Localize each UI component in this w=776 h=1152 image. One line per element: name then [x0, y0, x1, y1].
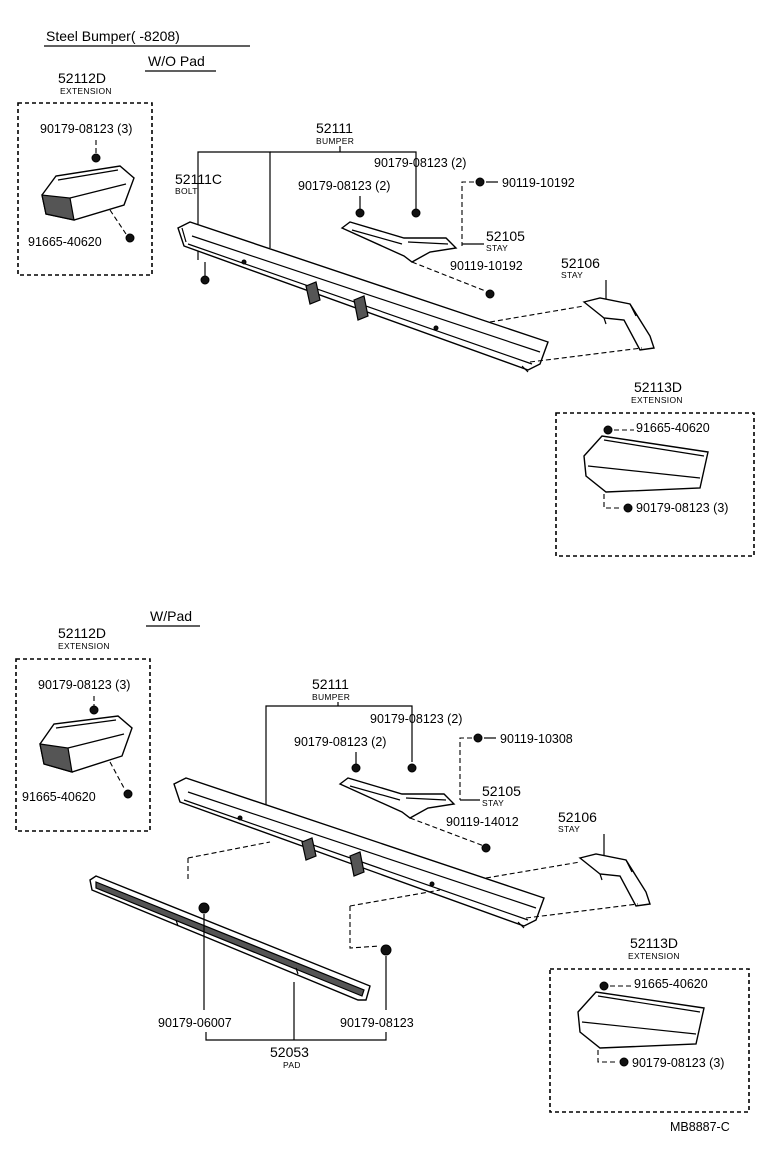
section-title-w-pad: W/Pad: [150, 608, 192, 624]
part-name-stay-52105-top: STAY: [486, 243, 508, 253]
part-number-52105-bottom: 52105: [482, 783, 521, 799]
bolt-icon: [603, 425, 613, 435]
part-name-extension-top-left: EXTENSION: [60, 86, 112, 96]
stay-52106-top: [582, 297, 655, 351]
part-number-90179-08123-2-top-a: 90179-08123 (2): [374, 156, 466, 170]
part-number-52111c: 52111C: [175, 171, 222, 187]
part-number-91665-40620-bottom-left: 91665-40620: [22, 790, 96, 804]
part-number-90179-08123-2-bottom-b: 90179-08123 (2): [294, 735, 386, 749]
pad-part: [89, 875, 371, 1001]
part-number-90179-08123-pad: 90179-08123: [340, 1016, 414, 1030]
nut-icon: [411, 208, 421, 218]
extension-left-box-bottom: [15, 658, 151, 832]
nut-icon: [355, 208, 365, 218]
extension-left-box-top: [17, 102, 153, 276]
extension-left-part-top: [41, 165, 135, 221]
bolt-icon: [481, 843, 491, 853]
part-number-90179-08123-2-top-b: 90179-08123 (2): [298, 179, 390, 193]
part-number-52106-bottom: 52106: [558, 809, 597, 825]
part-number-90179-08123-3-top-left: 90179-08123 (3): [40, 122, 132, 136]
part-name-bumper-top: BUMPER: [316, 136, 354, 146]
part-number-52112d-top: 52112D: [58, 70, 106, 86]
part-name-stay-52106-bottom: STAY: [558, 824, 580, 834]
part-number-90119-14012: 90119-14012: [446, 815, 519, 829]
nut-icon: [89, 705, 99, 715]
part-number-91665-40620-bottom-right: 91665-40620: [634, 977, 708, 991]
nut-icon: [351, 763, 361, 773]
part-name-stay-52105-bottom: STAY: [482, 798, 504, 808]
part-number-90119-10192-top-a: 90119-10192: [502, 176, 575, 190]
diagram-code: MB8887-C: [670, 1120, 730, 1134]
diagram-title: Steel Bumper( -8208): [46, 28, 180, 44]
extension-right-box-bottom: [549, 968, 750, 1113]
part-number-90119-10308: 90119-10308: [500, 732, 573, 746]
part-number-52113d-top: 52113D: [634, 379, 682, 395]
part-name-extension-bottom-left: EXTENSION: [58, 641, 110, 651]
bolt-52111c-icon: [200, 262, 210, 285]
part-number-90179-08123-2-bottom-a: 90179-08123 (2): [370, 712, 462, 726]
part-number-90179-08123-3-bottom-left: 90179-08123 (3): [38, 678, 130, 692]
part-number-90119-10192-top-b: 90119-10192: [450, 259, 523, 273]
bolt-icon: [125, 233, 135, 243]
section-title-wo-pad: W/O Pad: [148, 53, 205, 69]
bolt-icon: [473, 733, 483, 743]
part-number-90179-06007: 90179-06007: [158, 1016, 232, 1030]
part-number-52111-bottom: 52111: [312, 676, 349, 692]
part-number-91665-40620-top-left: 91665-40620: [28, 235, 102, 249]
part-name-stay-52106-top: STAY: [561, 270, 583, 280]
extension-right-box-top: [555, 412, 755, 557]
nut-icon: [407, 763, 417, 773]
part-name-bumper-bottom: BUMPER: [312, 692, 350, 702]
nut-icon: [619, 1057, 629, 1067]
part-number-52106-top: 52106: [561, 255, 600, 271]
part-name-extension-top-right: EXTENSION: [631, 395, 683, 405]
part-number-52112d-bottom: 52112D: [58, 625, 106, 641]
stay-52105-bottom: [338, 777, 456, 819]
part-name-extension-bottom-right: EXTENSION: [628, 951, 680, 961]
extension-left-part-bottom: [39, 715, 133, 773]
extension-right-part-top: [583, 435, 709, 493]
part-number-52113d-bottom: 52113D: [630, 935, 678, 951]
part-number-90179-08123-3-bottom-right: 90179-08123 (3): [632, 1056, 724, 1070]
nut-icon: [380, 944, 392, 956]
nut-icon: [623, 503, 633, 513]
stay-52106-bottom: [578, 853, 651, 907]
part-name-pad: PAD: [283, 1060, 301, 1070]
bolt-icon: [123, 789, 133, 799]
bolt-icon: [599, 981, 609, 991]
part-number-91665-40620-top-right: 91665-40620: [636, 421, 710, 435]
bolt-icon: [475, 177, 485, 187]
bumper-bar-bottom: [173, 777, 545, 929]
part-number-90179-08123-3-top-right: 90179-08123 (3): [636, 501, 728, 515]
nut-icon: [198, 902, 210, 914]
bumper-bar-top: [177, 221, 549, 373]
part-number-52105-top: 52105: [486, 228, 525, 244]
part-number-52053: 52053: [270, 1044, 309, 1060]
nut-icon: [91, 153, 101, 163]
part-number-52111-top: 52111: [316, 120, 353, 136]
stay-52105-top: [340, 221, 458, 263]
bolt-icon: [485, 289, 495, 299]
extension-right-part-bottom: [577, 991, 705, 1049]
part-name-bolt: BOLT: [175, 186, 198, 196]
